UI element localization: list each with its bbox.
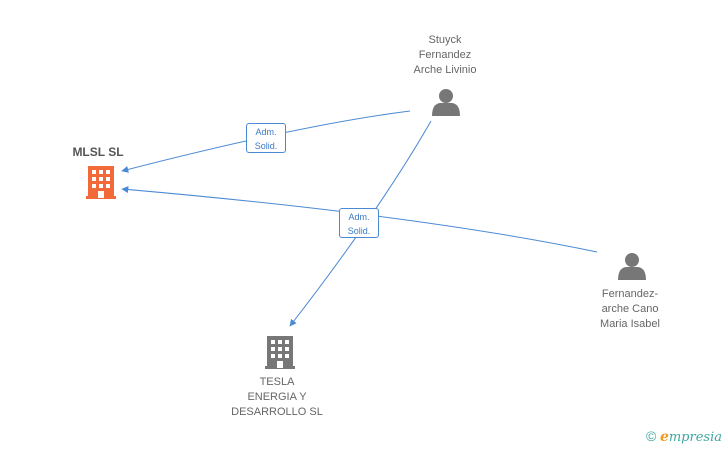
label-line: TESLA	[259, 376, 295, 388]
label-line: Maria Isabel	[600, 318, 660, 330]
edge-label-line: Adm.	[348, 212, 370, 222]
company-label-mlsl[interactable]: MLSL SL	[72, 145, 124, 159]
edge-fernandez-mlsl	[121, 186, 598, 253]
label-line: Stuyck	[428, 34, 462, 46]
label-line: ENERGIA Y	[247, 391, 307, 403]
person-icon[interactable]	[618, 253, 646, 280]
copyright-symbol: ©	[645, 428, 657, 444]
company-label-tesla[interactable]: TESLA ENERGIA Y DESARROLLO SL	[222, 375, 332, 420]
edge-label-line: Adm.	[255, 127, 277, 137]
person-icon[interactable]	[432, 89, 460, 116]
brand-name: mpresia	[668, 430, 722, 445]
person-label-fernandez[interactable]: Fernandez- arche Cano Maria Isabel	[580, 287, 680, 332]
person-label-stuyck[interactable]: Stuyck Fernandez Arche Livinio	[395, 33, 495, 78]
building-icon[interactable]	[265, 336, 295, 369]
building-icon[interactable]	[86, 166, 116, 199]
edge-label-line: Solid.	[347, 226, 371, 236]
brand-logo: © empresia	[646, 428, 722, 445]
label-line: arche Cano	[601, 303, 659, 315]
label-line: Arche Livinio	[413, 64, 477, 76]
edge-label-stuyck-mlsl: Adm. Solid.	[246, 123, 286, 153]
label-line: Fernandez-	[601, 288, 659, 300]
edge-label-fernandez-mlsl: Adm. Solid.	[339, 208, 379, 238]
label-line: Fernandez	[418, 49, 472, 61]
brand-e: e	[659, 429, 669, 445]
edge-label-line: Solid.	[254, 141, 278, 151]
label-line: DESARROLLO SL	[231, 406, 323, 418]
